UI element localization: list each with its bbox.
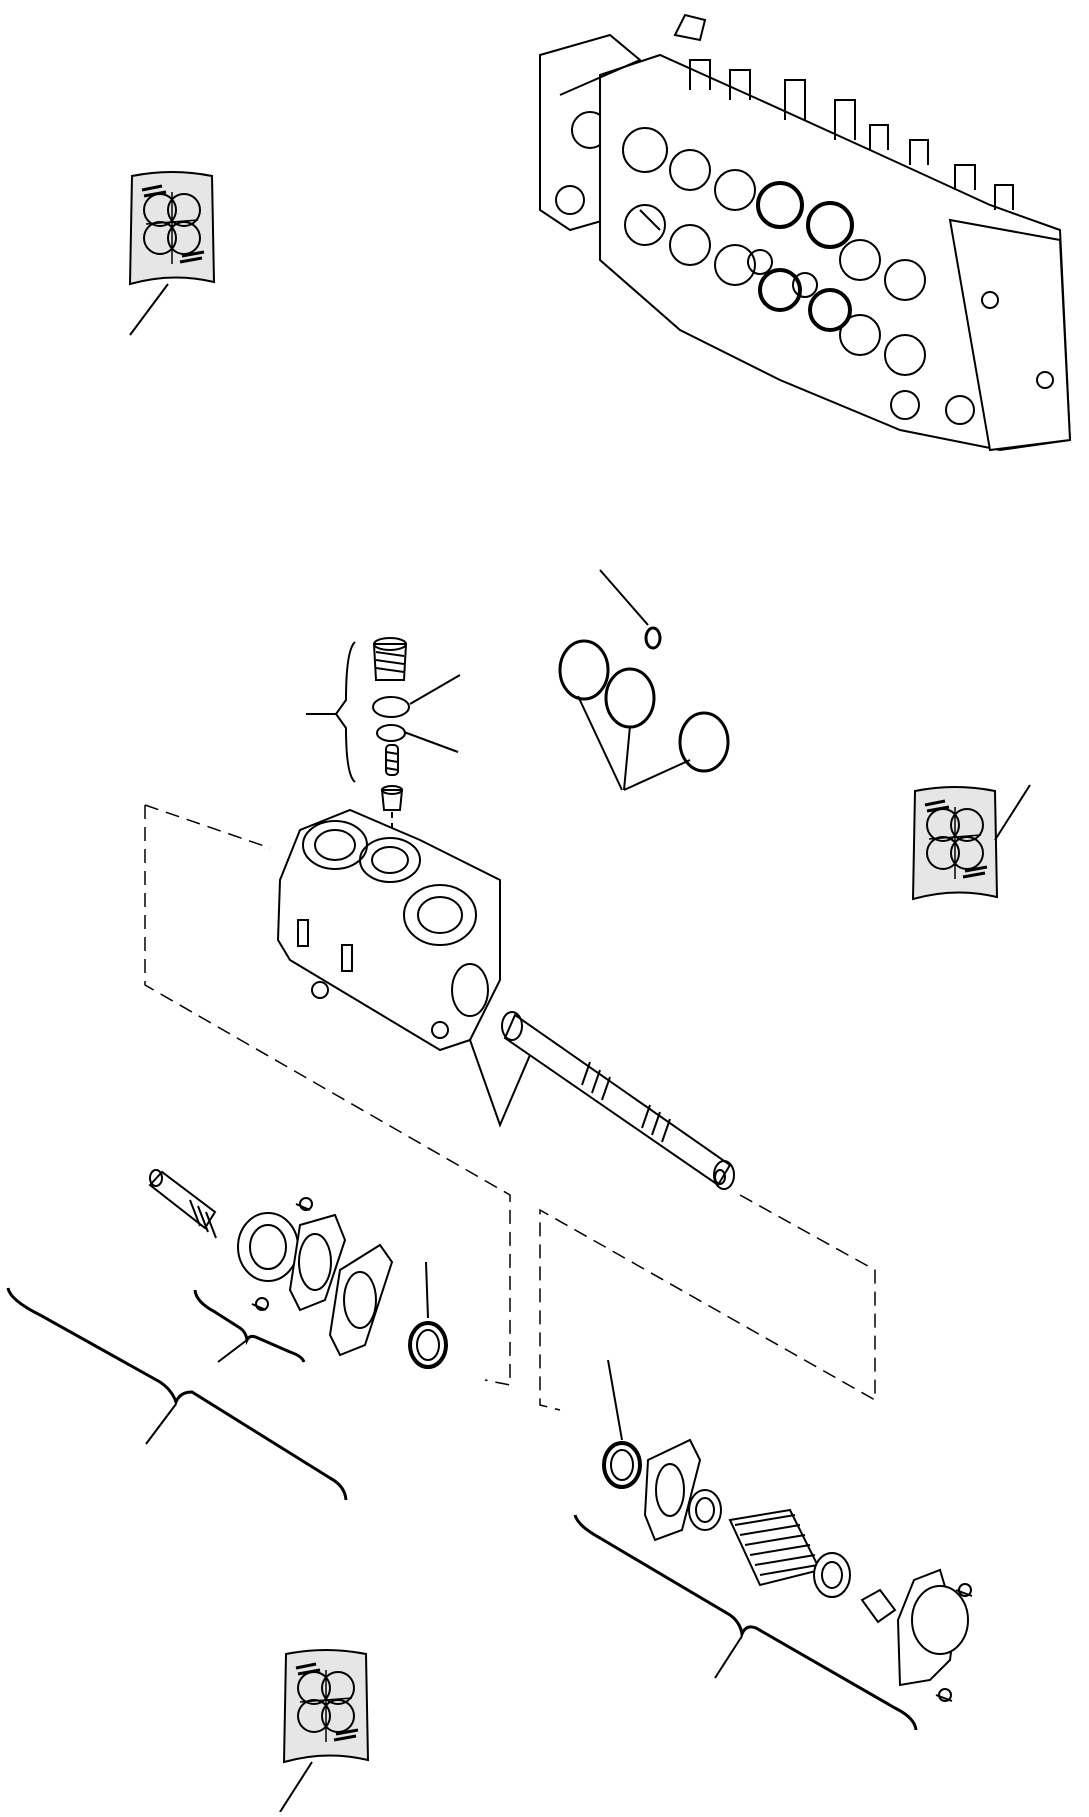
- assembly-outline: [144, 804, 876, 1411]
- kit-bracket: [6, 1287, 918, 1731]
- check-valve-cartridge: [306, 637, 461, 860]
- seal-kit-icon: [279, 1648, 370, 1813]
- seal-kit-icon: [911, 784, 1031, 901]
- spool: [501, 1011, 735, 1190]
- valve-section-body: [276, 808, 501, 1052]
- leader-line: [469, 1039, 531, 1128]
- spool-end-cap-assembly: [148, 1169, 448, 1369]
- spring-end-cap-assembly: [602, 1359, 973, 1702]
- o-ring-set: [558, 569, 730, 791]
- seal-kit-icon: [128, 170, 216, 336]
- control-valve-assembly: [539, 13, 1072, 452]
